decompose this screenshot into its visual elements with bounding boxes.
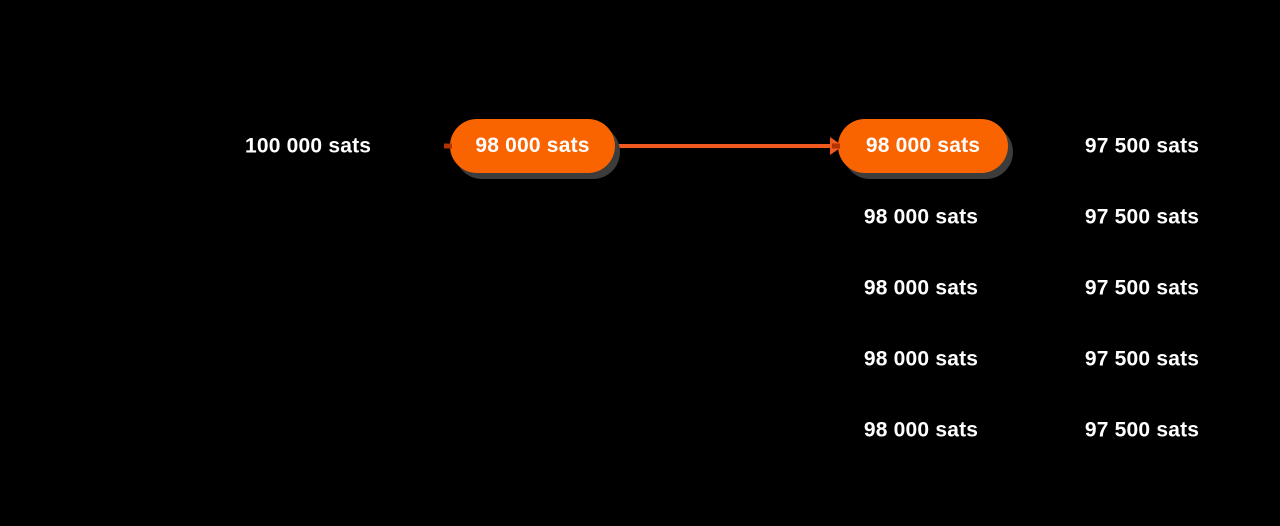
hop-two-node[interactable]: 98 000 sats <box>832 119 1008 173</box>
row3-destination-label: 97 500 sats <box>1084 276 1200 300</box>
row2-destination-label: 97 500 sats <box>1084 205 1200 229</box>
destination-amount-label: 97 500 sats <box>1084 134 1200 158</box>
row4-hop-two-label: 98 000 sats <box>863 347 979 371</box>
row5-hop-two-label: 98 000 sats <box>863 418 979 442</box>
hop-one-node[interactable]: 98 000 sats <box>444 119 615 173</box>
hop-one-amount-label: 98 000 sats <box>475 134 590 157</box>
row2-hop-two-label: 98 000 sats <box>863 205 979 229</box>
flow-connector-arrow <box>615 132 843 160</box>
origin-amount-label: 100 000 sats <box>245 134 372 158</box>
connector-line <box>615 144 833 148</box>
hop-two-amount-label: 98 000 sats <box>865 134 981 157</box>
row5-destination-label: 97 500 sats <box>1084 418 1200 442</box>
pill-notch-icon <box>832 143 840 149</box>
row4-destination-label: 97 500 sats <box>1084 347 1200 371</box>
pill-notch-icon <box>444 143 452 149</box>
row3-hop-two-label: 98 000 sats <box>863 276 979 300</box>
